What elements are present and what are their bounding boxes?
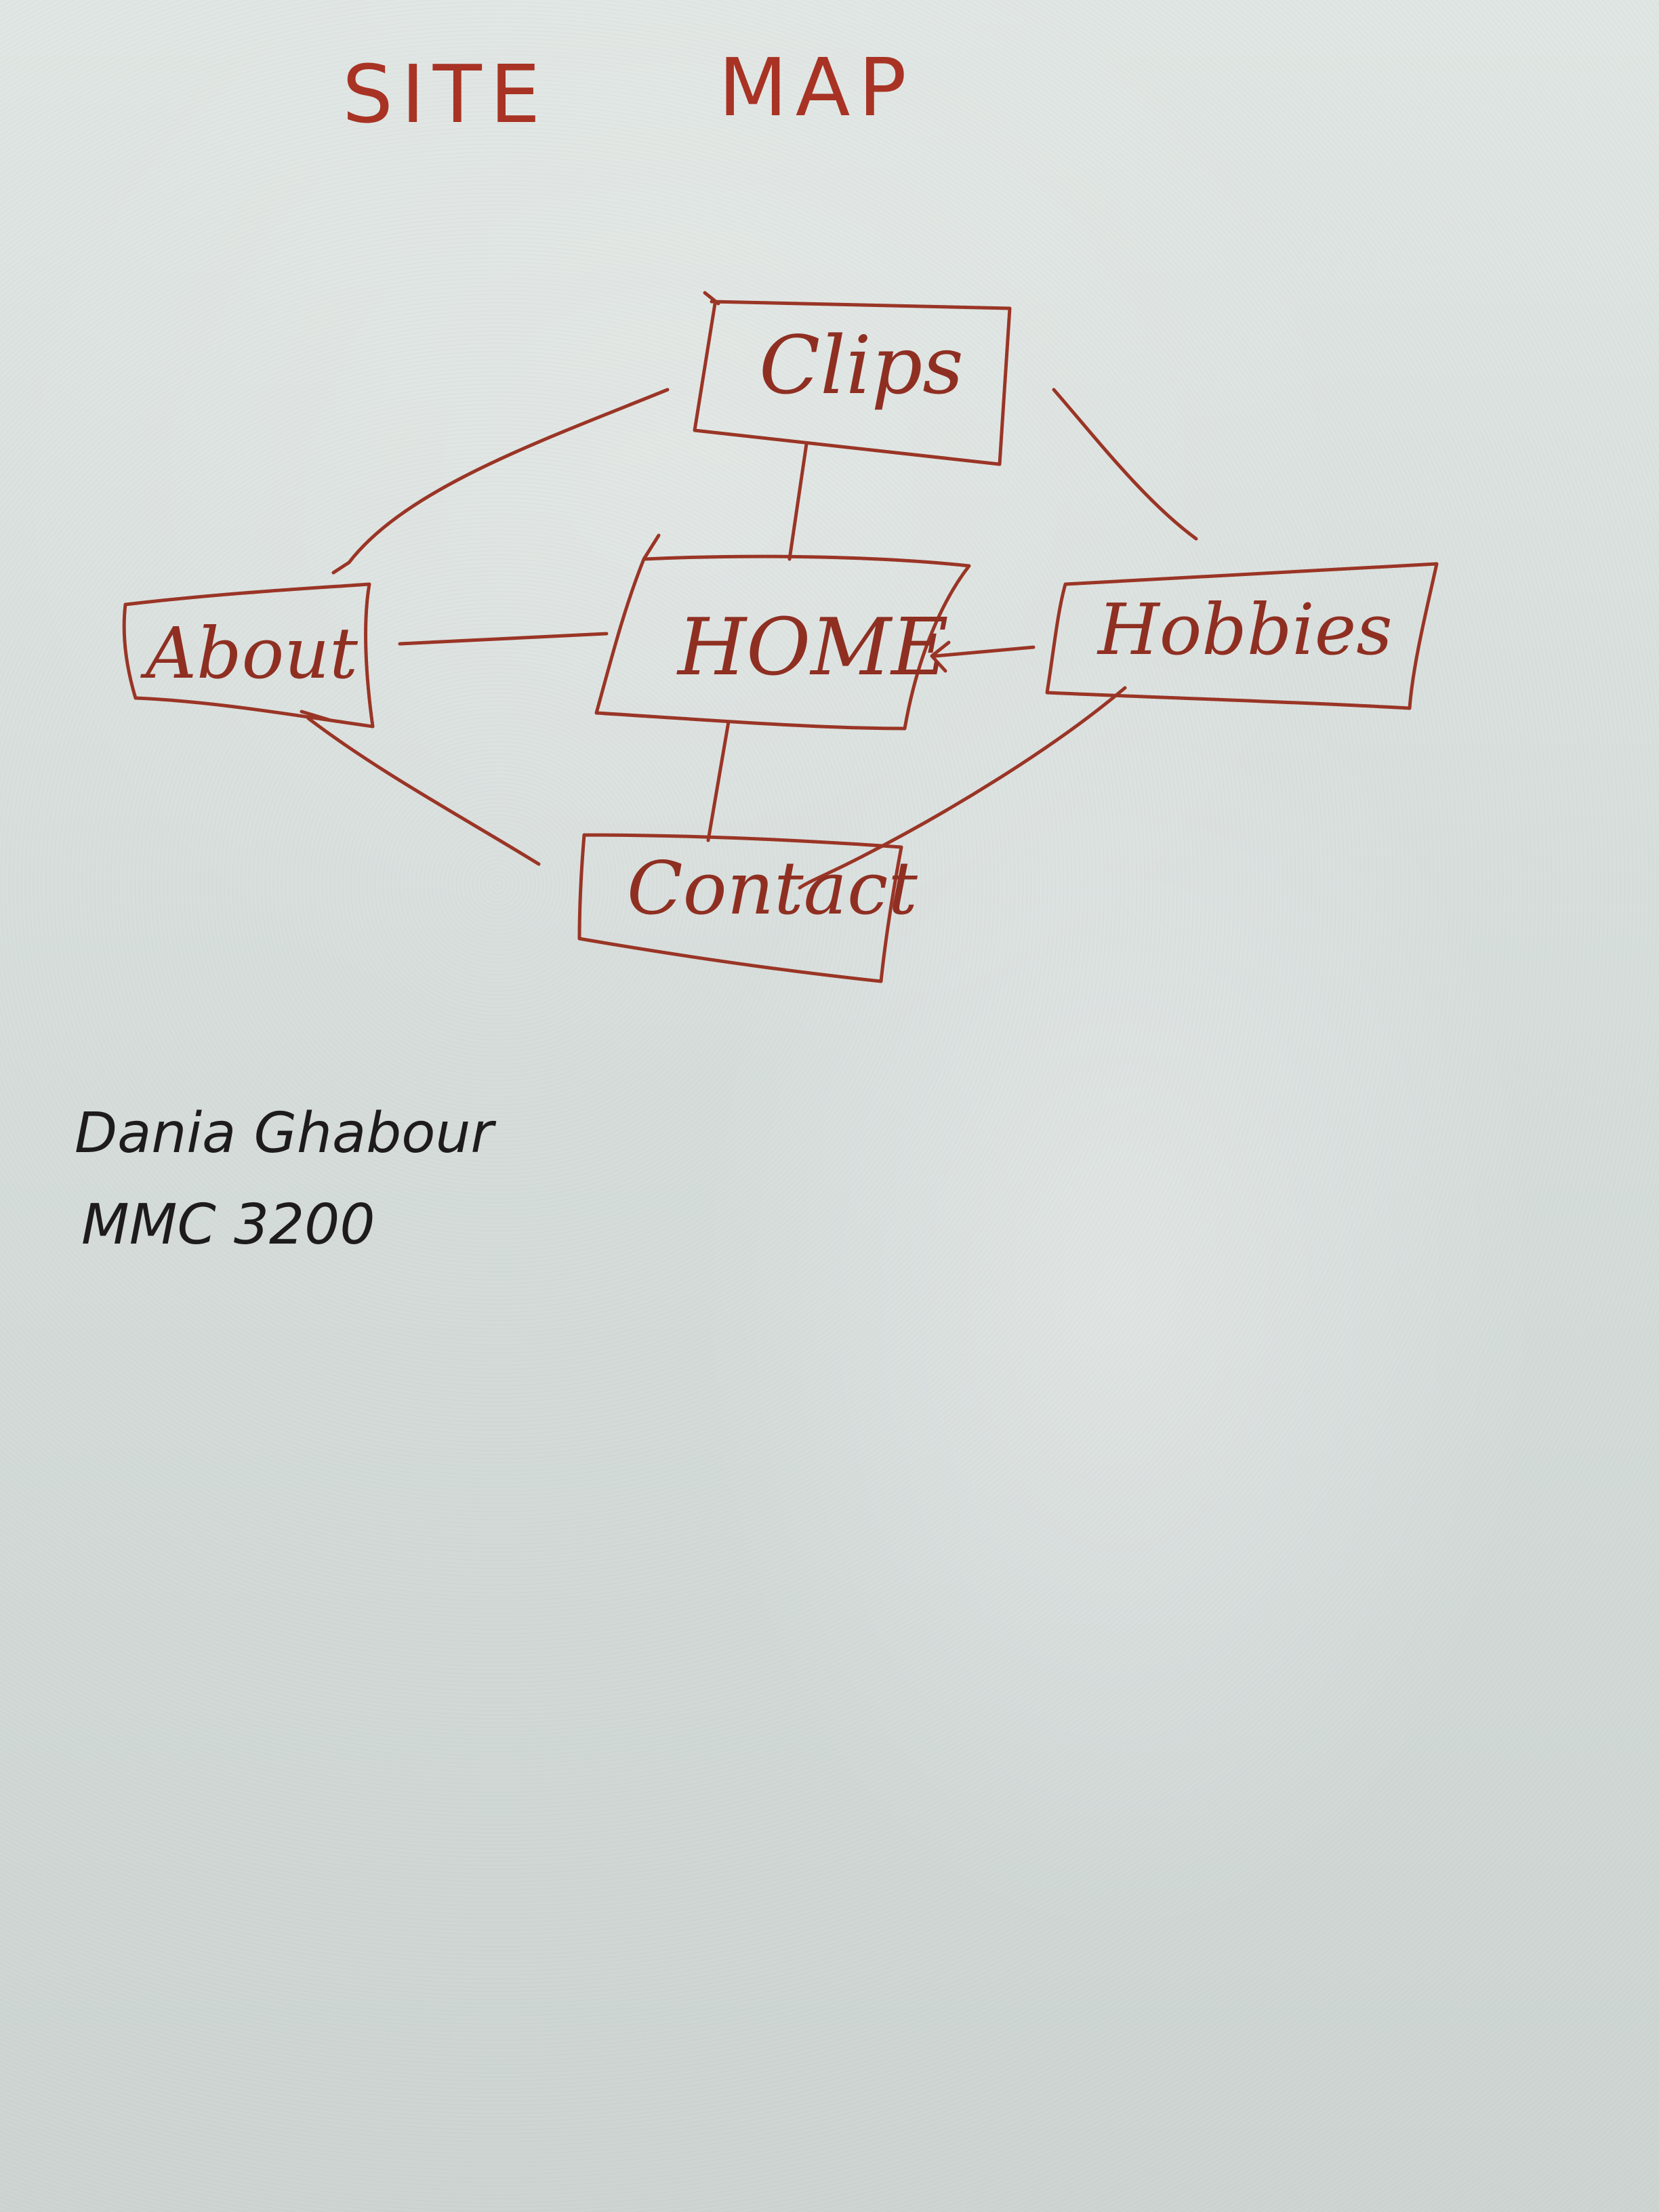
edge-hobbies-contact xyxy=(798,686,1127,890)
node-clips-label: Clips xyxy=(759,319,964,412)
node-contact-box xyxy=(577,833,903,983)
title-map: MAP xyxy=(718,41,915,134)
edge-clips-about-tip xyxy=(331,560,351,575)
node-hobbies: Hobbies xyxy=(1045,562,1439,710)
edge-clips-hobbies xyxy=(1052,388,1198,541)
node-contact: Contact xyxy=(577,833,918,983)
connectors xyxy=(300,388,1198,890)
node-hobbies-label: Hobbies xyxy=(1097,588,1393,671)
node-about: About xyxy=(122,582,375,729)
edge-hobbies-home-arrow xyxy=(930,640,951,673)
node-clips-box xyxy=(693,300,1012,466)
edge-home-contact xyxy=(706,720,731,842)
node-hobbies-box xyxy=(1045,562,1439,710)
edge-clips-home xyxy=(787,442,808,561)
node-contact-label: Contact xyxy=(627,846,918,931)
edge-contact-about xyxy=(306,716,541,866)
node-about-box xyxy=(122,582,375,729)
signature-name: Dania Ghabour xyxy=(75,1101,496,1166)
node-clips: Clips xyxy=(693,291,1012,466)
title-site: SITE xyxy=(342,47,548,141)
node-home-box-tick xyxy=(642,533,661,561)
node-home: HOME xyxy=(594,533,971,731)
edge-hobbies-home xyxy=(933,645,1036,658)
signature: Dania Ghabour MMC 3200 xyxy=(75,1101,496,1257)
edge-about-home xyxy=(398,632,609,646)
node-about-label: About xyxy=(140,612,358,695)
edge-clips-about xyxy=(347,388,670,565)
node-home-label: HOME xyxy=(676,602,949,693)
node-clips-box-corner xyxy=(703,291,720,306)
signature-course: MMC 3200 xyxy=(81,1193,375,1257)
node-home-box xyxy=(594,554,971,731)
